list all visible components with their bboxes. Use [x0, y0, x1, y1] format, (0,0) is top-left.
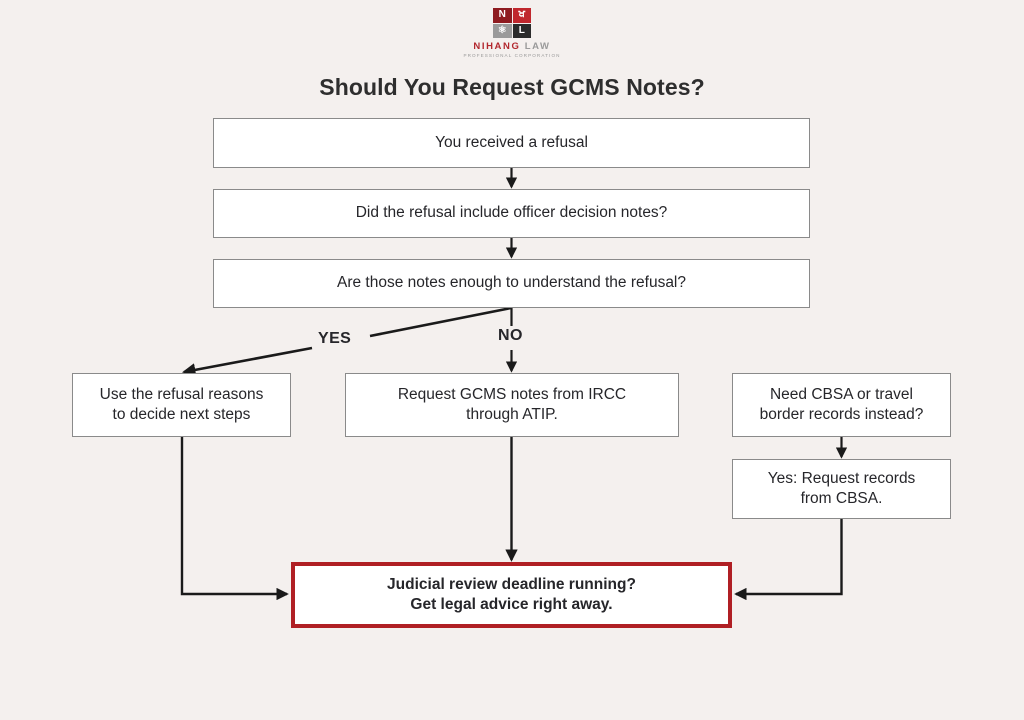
node-are-notes-enough[interactable]: Are those notes enough to understand the… — [213, 259, 810, 308]
logo-cell-n: N — [493, 8, 512, 23]
logo-cell-symbol: ਖ — [512, 8, 531, 23]
node-judicial-review-deadline[interactable]: Judicial review deadline running?Get leg… — [291, 562, 732, 628]
logo-wordmark: NIHANG LAW — [473, 42, 550, 52]
node-label: Did the refusal include officer decision… — [355, 204, 668, 222]
logo-cell-emblem: ⚛ — [493, 23, 512, 38]
branch-label-yes: YES — [318, 330, 352, 347]
logo-cell-l: L — [512, 23, 531, 38]
logo-tagline: PROFESSIONAL CORPORATION — [463, 52, 561, 58]
node-you-received-a-refusal[interactable]: You received a refusal — [213, 118, 810, 168]
node-label: You received a refusal — [435, 133, 588, 151]
node-label: Judicial review deadline running?Get leg… — [387, 575, 636, 613]
edge-enough-to-use-reasons-seg1 — [369, 306, 512, 338]
edge-yes-cbsa-to-deadline — [734, 519, 843, 601]
edge-enough-to-use-reasons-seg2 — [182, 346, 313, 377]
logo-name-primary: NIHANG — [473, 41, 521, 52]
logo-name-secondary: LAW — [524, 41, 551, 52]
node-label: Are those notes enough to understand the… — [337, 274, 686, 292]
company-logo: N ਖ ⚛ L NIHANG LAW PROFESSIONAL CORPORAT… — [0, 8, 1024, 58]
branch-label-no: NO — [498, 327, 523, 344]
node-did-refusal-include-notes[interactable]: Did the refusal include officer decision… — [213, 189, 810, 238]
page-title: Should You Request GCMS Notes? — [319, 74, 705, 100]
logo-mark: N ਖ ⚛ L — [493, 8, 531, 38]
edge-use-reasons-to-deadline — [180, 437, 289, 601]
